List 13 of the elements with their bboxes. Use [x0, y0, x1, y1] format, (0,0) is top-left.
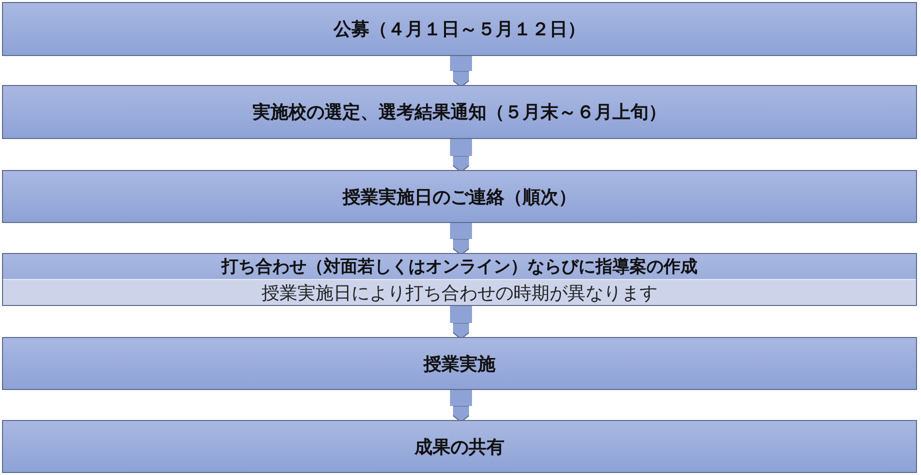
step-heading: 実施校の選定、選考結果通知（５月末～６月上旬）	[252, 101, 668, 125]
step-heading: 公募（４月１日～５月１２日）	[332, 18, 586, 42]
step-heading: 授業実施日のご連絡（順次）	[341, 186, 578, 210]
process-box	[2, 253, 917, 306]
process-box	[2, 85, 917, 139]
step-heading: 打ち合わせ（対面若しくはオンライン）ならびに指導案の作成	[220, 256, 698, 279]
process-box	[2, 337, 917, 390]
step-note: 授業実施日により打ち合わせの時期が異なります	[3, 279, 916, 305]
step-heading: 授業実施	[422, 352, 496, 376]
process-box	[2, 420, 917, 473]
process-box	[2, 2, 917, 56]
step-heading: 成果の共有	[413, 436, 506, 460]
process-box	[2, 170, 917, 223]
